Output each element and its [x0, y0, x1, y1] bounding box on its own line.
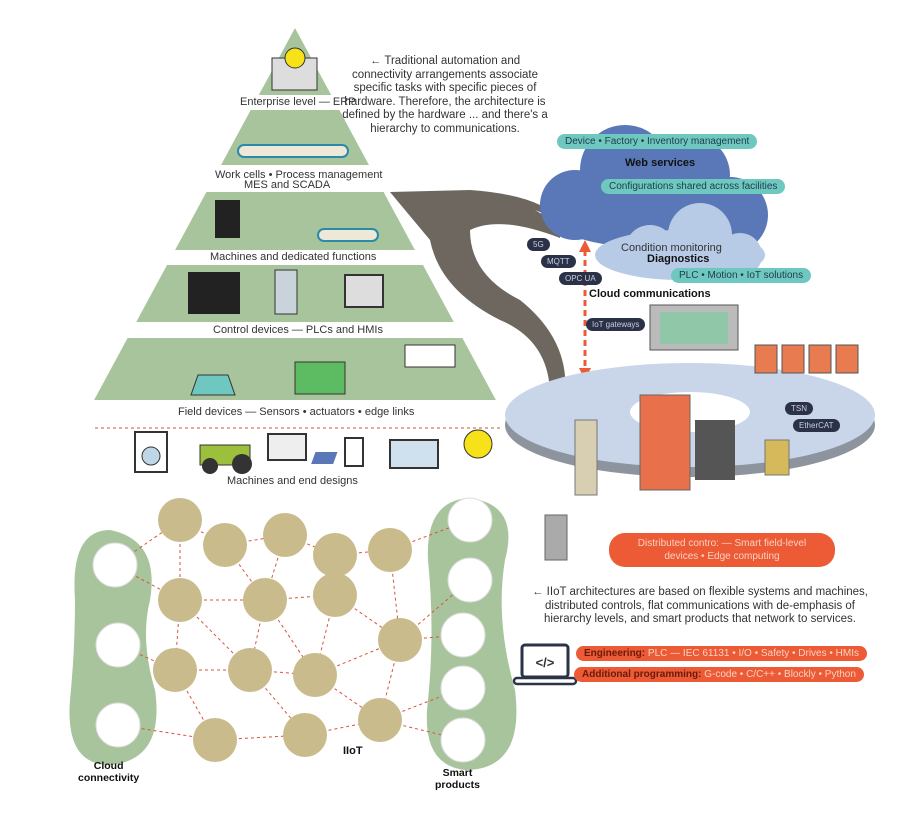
tier-label-work-cells: Work cells • Process management	[215, 169, 383, 181]
additional-programming-pill: Additional programming: G-code • C/C++ •…	[574, 667, 864, 682]
iiot-device-node	[158, 578, 202, 622]
smart-product-node	[447, 557, 493, 603]
engineering-text: PLC — IEC 61131 • I/O • Safety • Drives …	[645, 648, 860, 659]
note-line: hierarchy to communications.	[370, 122, 520, 135]
pyramid	[94, 28, 496, 400]
lamp-icon	[190, 374, 236, 396]
motor-icon	[294, 361, 346, 395]
protocol-opc-ua: OPC UA	[559, 272, 602, 285]
smart-product-node	[440, 612, 486, 658]
tier-label-control-devices: Control devices — PLCs and HMIs	[213, 324, 383, 336]
label-line: connectivity	[78, 772, 140, 784]
ethercat-badge: EtherCAT	[793, 419, 840, 432]
iiot-device-node	[153, 648, 197, 692]
diagnostics-cloud	[595, 203, 765, 280]
engineering-pill: Engineering: PLC — IEC 61131 • I/O • Saf…	[576, 646, 868, 661]
end-designs-label: Machines and end designs	[227, 475, 358, 487]
note-line: ← IIoT architectures are based on flexib…	[531, 586, 868, 598]
additional-label: Additional programming:	[582, 669, 702, 680]
smart-products-label: Smart products	[435, 767, 480, 791]
note-line: distributed controls, flat communication…	[544, 599, 855, 612]
pill-line: Distributed contro: — Smart field-level	[637, 538, 807, 549]
pill-configurations: Configurations shared across facilities	[601, 179, 786, 194]
smart-product-node	[440, 665, 486, 711]
diagnostics-label: Diagnostics	[647, 253, 710, 265]
protocol-5g: 5G	[527, 238, 550, 251]
barcode-icon	[404, 344, 456, 368]
iiot-device-node	[193, 718, 237, 762]
iiot-device-node	[283, 713, 327, 757]
machine-icon	[215, 200, 240, 238]
conveyor-icon	[237, 144, 349, 158]
sun-icon	[284, 47, 306, 69]
iiot-network	[92, 497, 493, 763]
cloud-service-node	[95, 622, 141, 668]
engineering-label: Engineering:	[584, 648, 646, 659]
iiot-device-node	[228, 648, 272, 692]
condition-monitoring-label: Condition monitoring	[621, 242, 722, 254]
plc-icon	[274, 269, 298, 315]
network-link	[117, 724, 216, 741]
tier-label-machines: Machines and dedicated functions	[210, 251, 377, 263]
iiot-device-node	[313, 573, 357, 617]
laptop-icon: </>	[512, 643, 578, 686]
tier-label-field-devices: Field devices — Sensors • actuators • ed…	[178, 406, 415, 418]
iiot-device-node	[158, 498, 202, 542]
note-line: ← Traditional automation and	[369, 55, 521, 67]
note-line: hierarchy levels, and smart products tha…	[544, 613, 856, 625]
iiot-note: ← IIoT architectures are based on flexib…	[520, 586, 880, 627]
note-line: connectivity arrangements associate	[351, 68, 538, 81]
note-line: hardware. Therefore, the architecture is	[344, 95, 546, 108]
cloud-communications-label: Cloud communications	[589, 288, 711, 300]
iiot-device-node	[203, 523, 247, 567]
label-line: products	[435, 779, 480, 791]
pill-line: devices • Edge computing	[664, 551, 780, 562]
network-link	[179, 599, 251, 671]
tsn-badge: TSN	[785, 402, 813, 415]
tier-label-enterprise: Enterprise level — ERP	[240, 96, 356, 108]
iot-gateways-badge: IoT gateways	[586, 318, 646, 331]
cloud-connectivity-label: Cloud connectivity	[78, 760, 139, 784]
smart-product-node	[440, 717, 486, 763]
cloud-service-node	[92, 542, 138, 588]
iiot-device-node	[263, 513, 307, 557]
code-glyph: </>	[536, 655, 555, 670]
pill-device-factory: Device • Factory • Inventory management	[557, 134, 758, 149]
smart-product-node	[447, 497, 493, 543]
web-services-label: Web services	[625, 157, 696, 169]
note-line: specific tasks with specific pieces of	[353, 82, 537, 94]
arrow-head-up	[579, 240, 591, 252]
network-link	[117, 644, 176, 671]
cloud-service-node	[95, 702, 141, 748]
tier-sublabel-mes-scada: MES and SCADA	[244, 179, 331, 191]
label-line: Cloud	[93, 760, 124, 772]
end-design-icons	[134, 429, 493, 474]
label-line: Smart	[442, 767, 473, 779]
iiot-device-node	[313, 533, 357, 577]
additional-text: G-code • C/C++ • Blockly • Python	[701, 669, 856, 680]
iiot-device-node	[378, 618, 422, 662]
flow-arrow	[390, 190, 580, 412]
iiot-device-node	[243, 578, 287, 622]
iiot-device-node	[293, 653, 337, 697]
iiot-label: IIoT	[343, 745, 363, 757]
tools-screen-icon	[344, 274, 384, 308]
pyramid-tier-3	[175, 192, 415, 250]
iiot-device-node	[368, 528, 412, 572]
servo-drives-icon	[754, 344, 859, 374]
network-link	[399, 634, 464, 641]
distributed-control-pill: Distributed contro: — Smart field-level …	[609, 533, 835, 567]
io-modules-icon	[544, 394, 790, 561]
conveyor-icon	[317, 228, 379, 242]
control-cabinet-icon	[649, 304, 739, 351]
pill-plc-motion: PLC • Motion • IoT solutions	[671, 268, 812, 283]
traditional-note: ← Traditional automation and connectivit…	[330, 55, 560, 136]
note-line: defined by the hardware ... and there's …	[342, 109, 548, 121]
protocol-mqtt: MQTT	[541, 255, 576, 268]
hmi-icon	[188, 272, 240, 314]
iiot-device-node	[358, 698, 402, 742]
